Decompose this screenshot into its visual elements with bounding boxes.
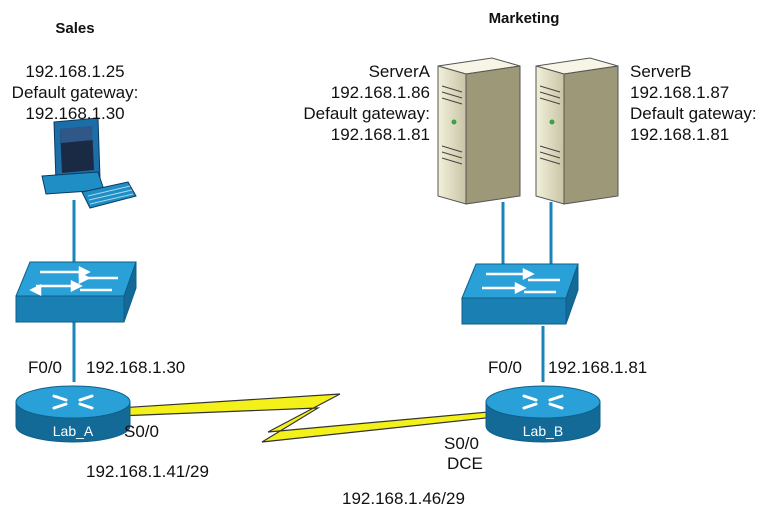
sales-pc-icon <box>41 117 137 209</box>
ethernet-links <box>72 200 553 382</box>
router-a-icon: Lab_A <box>15 385 131 443</box>
server-b-name: ServerB <box>630 62 692 81</box>
sales-host-ip: 192.168.1.25 <box>25 62 125 81</box>
router-a-f0-label: F0/0 <box>28 358 63 377</box>
sales-gateway-label: Default gateway: <box>11 83 139 102</box>
server-a-gateway-ip: 192.168.1.81 <box>330 125 430 144</box>
switch-a-icon <box>15 261 137 323</box>
server-a-gateway-label: Default gateway: <box>303 104 430 123</box>
router-a-f0-ip: 192.168.1.30 <box>86 358 186 377</box>
router-b-f0-label: F0/0 <box>488 358 523 377</box>
router-b-icon: Lab_B <box>485 385 601 443</box>
server-b-icon <box>535 57 619 205</box>
marketing-title: Marketing <box>488 10 560 27</box>
server-b-ip: 192.168.1.87 <box>630 83 730 102</box>
serial-link <box>117 393 489 443</box>
router-b-s0-ip: 192.168.1.46/29 <box>342 489 465 508</box>
router-b-dce-label: DCE <box>447 454 483 473</box>
router-a-name: Lab_A <box>53 423 94 439</box>
server-b-gateway-label: Default gateway: <box>630 104 757 123</box>
router-b-name: Lab_B <box>523 423 563 439</box>
server-a-ip: 192.168.1.86 <box>330 83 430 102</box>
switch-b-icon <box>461 263 579 325</box>
server-a-name: ServerA <box>368 62 430 81</box>
router-b-s0-label: S0/0 <box>444 434 479 453</box>
router-a-s0-ip: 192.168.1.41/29 <box>86 462 209 481</box>
router-b-f0-ip: 192.168.1.81 <box>548 358 648 377</box>
server-b-gateway-ip: 192.168.1.81 <box>630 125 730 144</box>
router-a-s0-label: S0/0 <box>124 422 159 441</box>
sales-title: Sales <box>55 20 95 37</box>
server-a-icon <box>437 57 521 205</box>
sales-gateway-ip: 192.168.1.30 <box>25 104 125 123</box>
